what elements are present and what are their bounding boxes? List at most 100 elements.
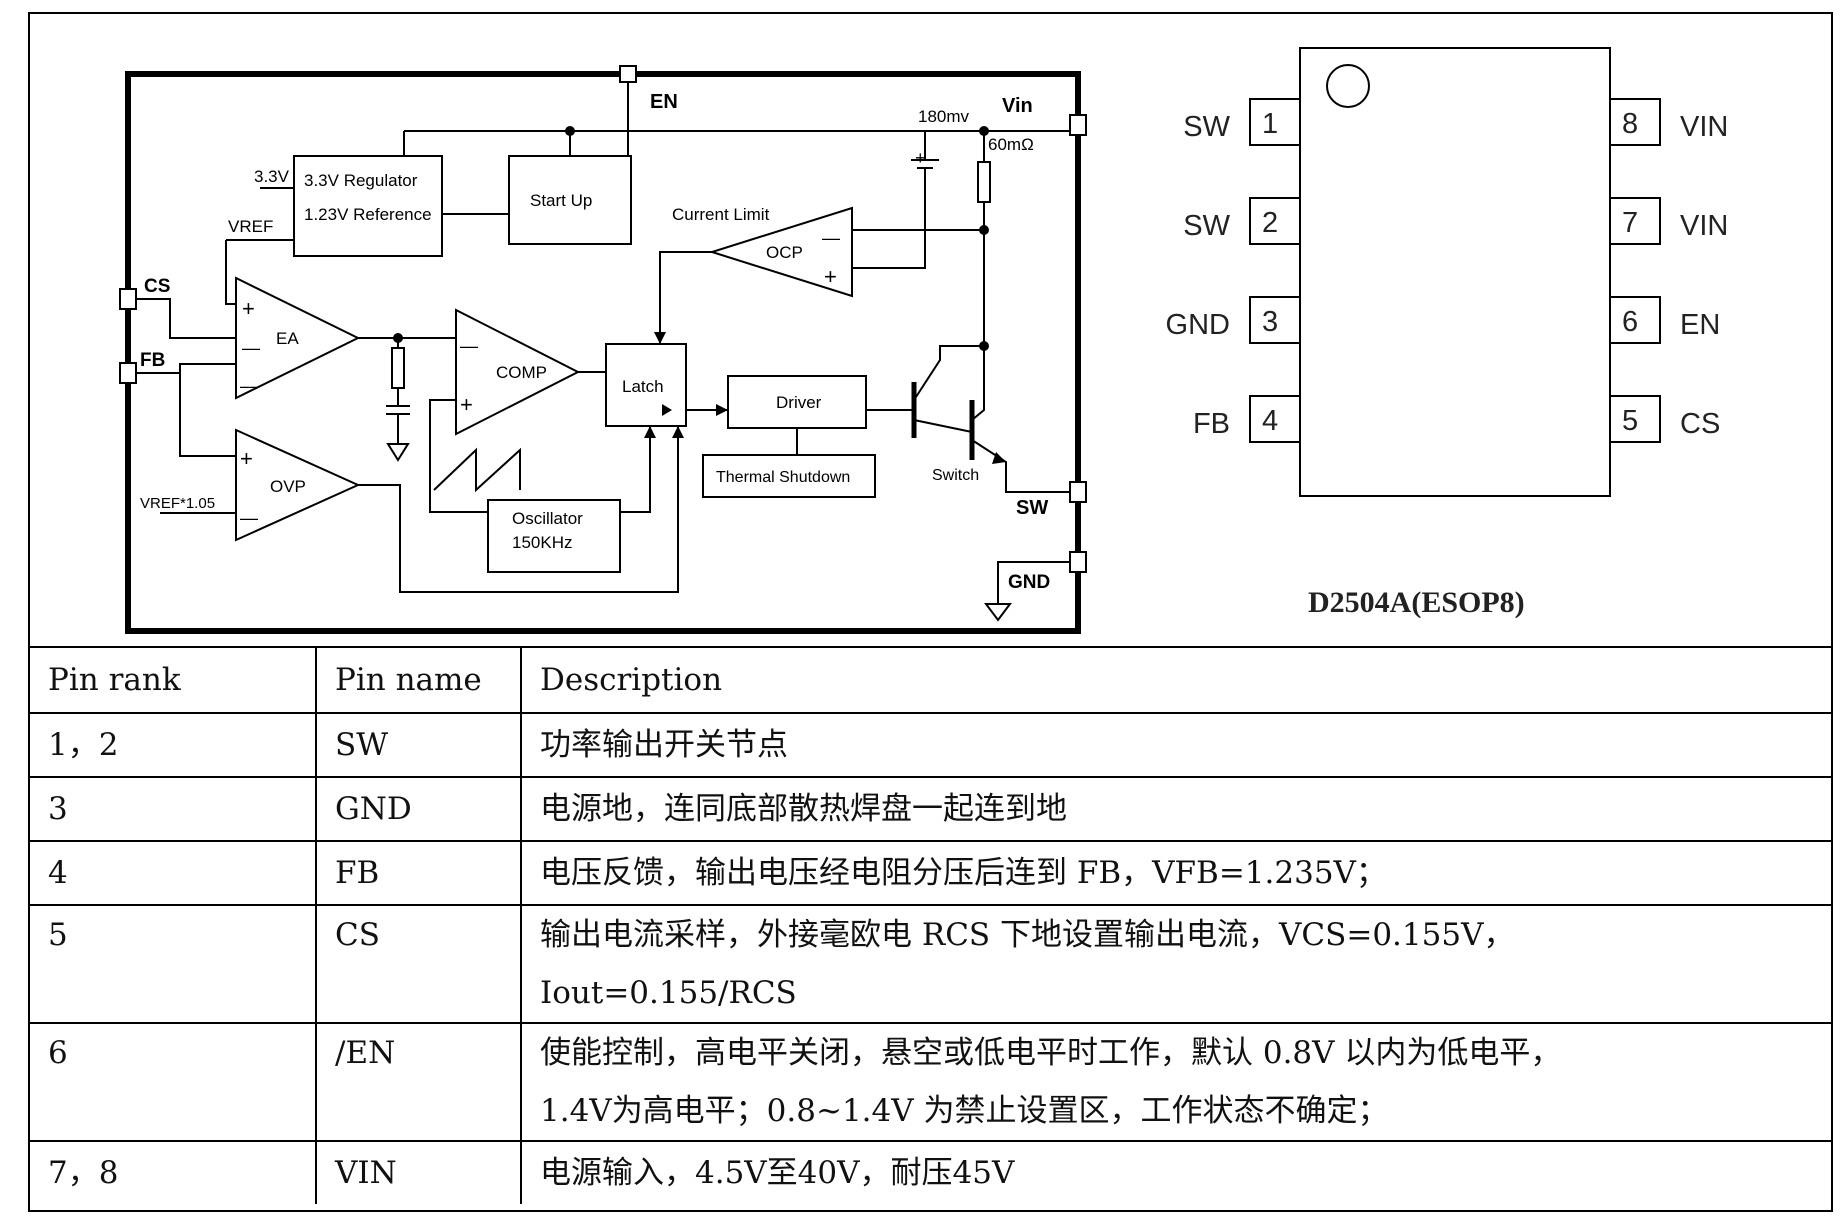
description-line: 输出电流采样，外接毫欧电 RCS 下地设置输出电流，VCS=0.155V， — [540, 917, 1515, 953]
header-pin-name: Pin name — [315, 646, 521, 713]
pin-name-8: VIN — [1680, 111, 1728, 143]
emitter-arrow — [992, 452, 1006, 464]
latch-label: Latch — [622, 377, 664, 396]
description-cell: 电源地，连同底部散热焊盘一起连到地 — [520, 776, 1831, 841]
startup-label: Start Up — [530, 191, 592, 210]
ocp-amplifier — [708, 206, 853, 298]
thermal-block — [702, 454, 876, 498]
current-limit-label: Current Limit — [672, 205, 770, 224]
ea-minus: — — [242, 338, 260, 358]
pin-box-3 — [1249, 296, 1301, 344]
pin-rank-cell: 1，2 — [30, 712, 316, 777]
junction — [979, 225, 989, 235]
table-row: 6 /EN 使能控制，高电平关闭，悬空或低电平时工作，默认 0.8V 以内为低电… — [30, 1022, 1831, 1141]
ea-plus: + — [242, 296, 255, 321]
pin-name-cell: VIN — [315, 1140, 521, 1204]
pin1-marker — [1326, 64, 1370, 108]
pin-name-2: SW — [1183, 210, 1230, 242]
pin-name-cell: FB — [315, 840, 521, 905]
sense-resistor-label: 60mΩ — [988, 135, 1034, 154]
pin-number-3: 3 — [1262, 306, 1278, 338]
ovp-minus: — — [240, 508, 258, 528]
table-header-row: Pin rank Pin name Description — [30, 646, 1831, 713]
comp-label: COMP — [496, 363, 547, 382]
pin-rank-cell: 5 — [30, 904, 316, 1023]
ovp-amplifier — [235, 428, 361, 542]
vin-pad — [1069, 114, 1087, 136]
ocp-label: OCP — [766, 243, 803, 262]
current-limit-arrow — [654, 332, 666, 344]
description-cell: 输出电流采样，外接毫欧电 RCS 下地设置输出电流，VCS=0.155V，Iou… — [520, 904, 1831, 1023]
thermal-label: Thermal Shutdown — [716, 469, 850, 486]
en-pad — [619, 65, 637, 83]
description-line: 1.4V为高电平；0.8~1.4V 为禁止设置区，工作状态不确定； — [540, 1093, 1389, 1129]
reference-label: 1.23V Reference — [304, 205, 432, 224]
ovp-label: OVP — [270, 477, 306, 496]
pin-name-1: SW — [1183, 111, 1230, 143]
rail-3v3-label: 3.3V — [254, 167, 290, 186]
table-row: 3 GND 电源地，连同底部散热焊盘一起连到地 — [30, 776, 1831, 841]
pin-description-table: Pin rank Pin name Description 1，2 SW 功率输… — [30, 646, 1831, 1204]
diagram-area: EN Vin 180mv 60mΩ 3.3V VREF CS FB VREF*1… — [30, 14, 1831, 646]
fb-pad — [119, 362, 137, 384]
sense-voltage-label: 180mv — [918, 107, 970, 126]
ocp-plus: + — [824, 264, 837, 289]
pin-name-cell: /EN — [315, 1022, 521, 1141]
pin-function-figure: EN Vin 180mv 60mΩ 3.3V VREF CS FB VREF*1… — [28, 12, 1833, 1212]
oscillator-label: Oscillator — [512, 509, 583, 528]
en-label: EN — [650, 91, 678, 113]
package-body — [1299, 47, 1611, 497]
table-row: 1，2 SW 功率输出开关节点 — [30, 712, 1831, 777]
pin-box-4 — [1249, 395, 1301, 443]
pin-number-5: 5 — [1622, 405, 1638, 437]
oscillator-block — [487, 499, 621, 573]
pin-number-6: 6 — [1622, 306, 1638, 338]
table-row: 5 CS 输出电流采样，外接毫欧电 RCS 下地设置输出电流，VCS=0.155… — [30, 904, 1831, 1023]
package-name: D2504A(ESOP8) — [1308, 586, 1525, 619]
fb-label: FB — [140, 350, 165, 371]
comp-amplifier — [455, 308, 581, 436]
description-cell: 功率输出开关节点 — [520, 712, 1831, 777]
ocp-minus: — — [822, 228, 840, 248]
pin-number-2: 2 — [1262, 207, 1278, 239]
description-cell: 电压反馈，输出电压经电阻分压后连到 FB，VFB=1.235V； — [520, 840, 1831, 905]
cap-plus: + — [915, 148, 926, 168]
header-description: Description — [520, 646, 1831, 713]
regulator-block — [293, 155, 443, 257]
vref-label: VREF — [228, 217, 273, 236]
sw-label: SW — [1016, 497, 1048, 519]
regulator-label: 3.3V Regulator — [304, 171, 418, 190]
driver-arrow — [716, 404, 728, 416]
pin-name-cell: SW — [315, 712, 521, 777]
pin-rank-cell: 3 — [30, 776, 316, 841]
pin-number-4: 4 — [1262, 405, 1278, 437]
description-cell: 使能控制，高电平关闭，悬空或低电平时工作，默认 0.8V 以内为低电平， 1.4V… — [520, 1022, 1831, 1141]
junction — [565, 126, 575, 136]
pin-box-5 — [1609, 395, 1661, 443]
driver-label: Driver — [776, 393, 822, 412]
ea-minus-2: — — [240, 376, 258, 396]
pin-box-7 — [1609, 197, 1661, 245]
pin-rank-cell: 6 — [30, 1022, 316, 1141]
description-cell: 电源输入，4.5V至40V，耐压45V — [520, 1140, 1831, 1204]
junction — [393, 333, 403, 343]
latch-block — [605, 343, 687, 427]
pin-rank-cell: 4 — [30, 840, 316, 905]
vin-label: Vin — [1002, 95, 1033, 117]
pin-number-1: 1 — [1262, 108, 1278, 140]
pin-name-6: EN — [1680, 309, 1720, 341]
table-row: 7，8 VIN 电源输入，4.5V至40V，耐压45V — [30, 1140, 1831, 1204]
header-pin-rank: Pin rank — [30, 646, 316, 713]
pin-name-5: CS — [1680, 408, 1720, 440]
vref-ovp-label: VREF*1.05 — [140, 495, 215, 512]
cs-pad — [119, 288, 137, 310]
ground-icon — [984, 603, 1012, 622]
pin-name-cell: GND — [315, 776, 521, 841]
oscillator-freq-label: 150KHz — [512, 533, 572, 552]
ovp-plus: + — [240, 446, 253, 471]
description-line: 使能控制，高电平关闭，悬空或低电平时工作，默认 0.8V 以内为低电平， — [540, 1035, 1562, 1071]
chip-outline — [125, 71, 1081, 634]
latch-arrow — [662, 404, 672, 416]
pin-name-7: VIN — [1680, 210, 1728, 242]
osc-arrow — [644, 426, 656, 438]
